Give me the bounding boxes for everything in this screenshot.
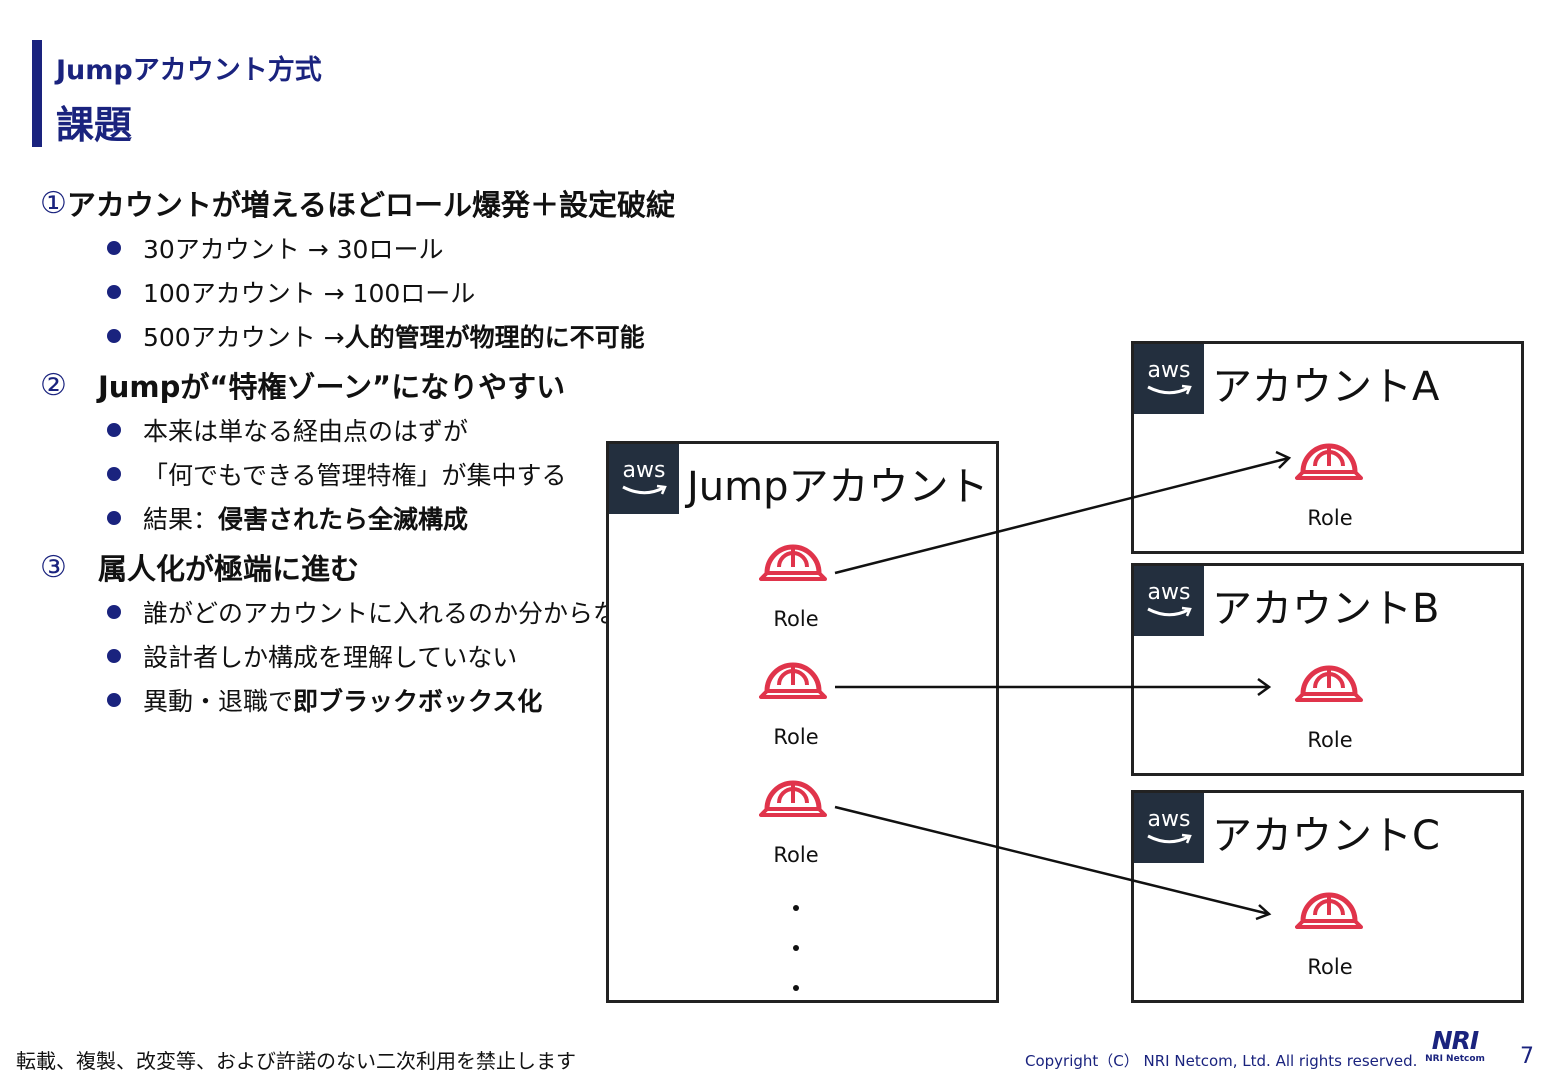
bullet-dot — [107, 285, 121, 299]
issue-number: ② — [40, 367, 67, 403]
copyright-notice: 転載、複製、改変等、および許諾のない二次利用を禁止します — [16, 1049, 576, 1073]
aws-logo-icon: aws — [609, 444, 679, 514]
role-helmet-icon — [759, 780, 827, 817]
account-c-box: aws アカウントC Role — [1131, 790, 1524, 1003]
issue-heading-text: Jumpが“特権ゾーン”になりやすい — [98, 370, 566, 404]
list-item: 結果：侵害されたら全滅構成 — [40, 496, 620, 540]
bullet-dot — [107, 605, 121, 619]
bullet-dot — [107, 329, 121, 343]
list-item: 異動・退職で 即ブラックボックス化 — [40, 678, 620, 722]
role-helmet-icon — [1295, 892, 1363, 929]
list-item: 30アカウント → 30ロール — [40, 226, 620, 270]
role-helmet-icon — [1295, 443, 1363, 480]
nri-logo-text: NRI Netcom — [1425, 1054, 1485, 1064]
account-title: アカウントA — [1212, 364, 1440, 410]
issue-heading-3: ③ 属人化が極端に進む — [40, 547, 620, 587]
aws-smile-icon — [1147, 384, 1192, 395]
bullet-dot — [107, 649, 121, 663]
role-label: Role — [773, 843, 819, 867]
aws-logo-text: aws — [1147, 580, 1191, 605]
aws-logo-text: aws — [1147, 358, 1191, 383]
issue-heading-text: アカウントが増えるほどロール爆発＋設定破綻 — [66, 188, 676, 222]
account-b-box: aws アカウントB Role — [1131, 563, 1524, 776]
aws-logo-text: aws — [1147, 807, 1191, 832]
bullet-bold-text: 即ブラックボックス化 — [293, 687, 543, 716]
issue-number: ③ — [40, 549, 67, 585]
bullet-dot — [107, 467, 121, 481]
list-item: 誰がどのアカウントに入れるのか分からない — [40, 590, 643, 634]
bullet-text: 500アカウント → — [143, 323, 345, 352]
ellipsis-dot — [793, 905, 799, 911]
aws-smile-icon — [1147, 833, 1192, 844]
role-helmet-icon — [1295, 665, 1363, 702]
role-label: Role — [1307, 955, 1353, 979]
bullet-text: 本来は単なる経由点のはずが — [143, 417, 469, 446]
bullet-dot — [107, 423, 121, 437]
issue-bullets-3: 誰がどのアカウントに入れるのか分からない 設計者しか構成を理解していない 異動・… — [40, 590, 643, 722]
nri-logo-mark: NRI — [1431, 1026, 1479, 1055]
role-label: Role — [773, 725, 819, 749]
bullet-text: 誰がどのアカウントに入れるのか分からない — [143, 599, 644, 628]
bullet-text: 設計者しか構成を理解していない — [143, 643, 518, 672]
bullet-bold-text: 人的管理が物理的に不可能 — [344, 323, 645, 352]
ellipsis-dot — [793, 985, 799, 991]
ellipsis-dot — [793, 945, 799, 951]
bullet-text: 30アカウント → 30ロール — [143, 235, 444, 264]
accent-bar — [32, 40, 42, 147]
issue-number: ① — [40, 185, 67, 221]
bullet-bold-text: 侵害されたら全滅構成 — [218, 505, 469, 534]
list-item: 500アカウント → 人的管理が物理的に不可能 — [40, 314, 645, 358]
page-subtitle: Jumpアカウント方式 — [56, 55, 322, 86]
bullet-text: 異動・退職で — [143, 687, 294, 716]
list-item: 「何でもできる管理特権」が集中する — [40, 452, 620, 496]
aws-logo-icon: aws — [1134, 566, 1204, 636]
aws-smile-icon — [1147, 606, 1192, 617]
aws-smile-icon — [622, 484, 667, 495]
bullet-dot — [107, 511, 121, 525]
role-helmet-icon — [759, 544, 827, 581]
page-title: 課題 — [56, 103, 133, 147]
jump-account-box: aws Jumpアカウント Role Role Role — [606, 441, 999, 1003]
bullet-text: 「何でもできる管理特権」が集中する — [143, 461, 567, 490]
account-title: アカウントB — [1212, 586, 1440, 632]
issue-list: ① アカウントが増えるほどロール爆発＋設定破綻 30アカウント → 30ロール … — [40, 183, 675, 729]
role-label: Role — [1307, 506, 1353, 530]
role-label: Role — [773, 607, 819, 631]
aws-logo-icon: aws — [1134, 344, 1204, 414]
bullet-dot — [107, 693, 121, 707]
bullet-text: 結果： — [143, 505, 219, 534]
account-a-box: aws アカウントA Role — [1131, 341, 1524, 554]
list-item: 本来は単なる経由点のはずが — [40, 408, 620, 452]
issue-heading-2: ② Jumpが“特権ゾーン”になりやすい — [40, 365, 620, 405]
aws-logo-icon: aws — [1134, 793, 1204, 863]
issue-bullets-2: 本来は単なる経由点のはずが 「何でもできる管理特権」が集中する 結果：侵害された… — [40, 408, 620, 540]
issue-heading-1: ① アカウントが増えるほどロール爆発＋設定破綻 — [40, 183, 675, 223]
list-item: 100アカウント → 100ロール — [40, 270, 620, 314]
bullet-dot — [107, 241, 121, 255]
jump-account-title: Jumpアカウント — [687, 464, 989, 510]
page-number: 7 — [1520, 1044, 1534, 1069]
list-item: 設計者しか構成を理解していない — [40, 634, 620, 678]
issue-bullets-1: 30アカウント → 30ロール 100アカウント → 100ロール 500アカウ… — [40, 226, 645, 358]
issue-heading-text: 属人化が極端に進む — [98, 552, 360, 586]
role-helmet-icon — [759, 662, 827, 699]
bullet-text: 100アカウント → 100ロール — [143, 279, 476, 308]
nri-logo: NRI NRI Netcom — [1420, 1026, 1490, 1065]
role-label: Role — [1307, 728, 1353, 752]
account-title: アカウントC — [1212, 813, 1440, 859]
copyright-text: Copyright（C） NRI Netcom, Ltd. All rights… — [1025, 1052, 1418, 1070]
aws-logo-text: aws — [622, 458, 666, 483]
